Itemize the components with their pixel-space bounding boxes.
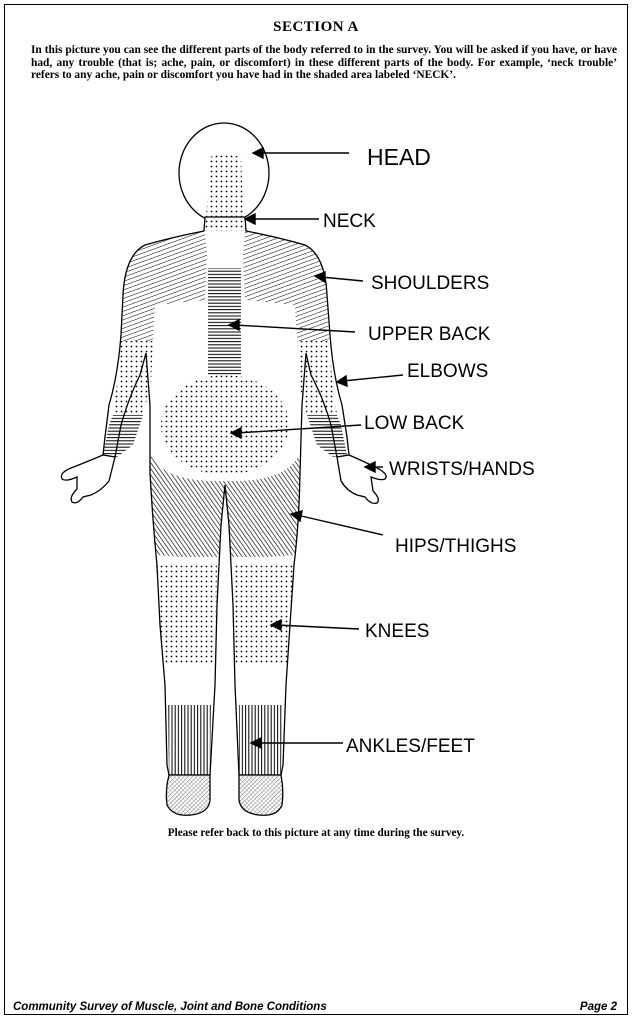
label-wrists-hands: WRISTS/HANDS: [389, 459, 535, 480]
survey-page: SECTION A In this picture you can see th…: [4, 4, 628, 1015]
footer-page-label: Page 2: [580, 1001, 617, 1013]
label-neck: NECK: [323, 211, 376, 232]
label-low-back: LOW BACK: [364, 413, 465, 434]
refer-note: Please refer back to this picture at any…: [5, 827, 627, 839]
label-knees: KNEES: [365, 621, 429, 642]
label-elbows: ELBOWS: [407, 361, 488, 382]
label-shoulders: SHOULDERS: [371, 273, 489, 294]
body-diagram: HEAD NECK SHOULDERS UPPER BACK ELBOWS LO…: [5, 5, 629, 1016]
body-part-labels: HEAD NECK SHOULDERS UPPER BACK ELBOWS LO…: [323, 144, 535, 757]
footer-survey-name: Community Survey of Muscle, Joint and Bo…: [13, 1001, 327, 1013]
label-ankles-feet: ANKLES/FEET: [346, 736, 475, 757]
label-hips-thighs: HIPS/THIGHS: [395, 536, 516, 557]
label-upper-back: UPPER BACK: [368, 324, 491, 345]
label-head: HEAD: [367, 144, 431, 170]
